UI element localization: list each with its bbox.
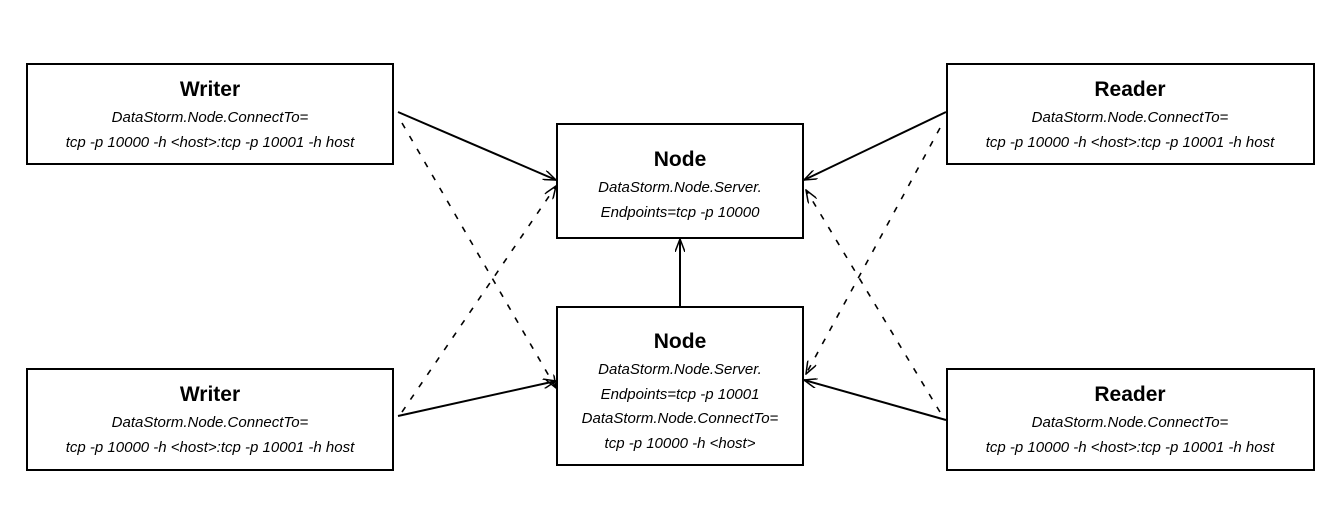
writer-top-title: Writer [180,78,240,101]
node-bottom-line: Endpoints=tcp -p 10001 [601,386,760,403]
reader-bottom-line: tcp -p 10000 -h <host>:tcp -p 10001 -h h… [986,439,1275,456]
reader-bottom-line: DataStorm.Node.ConnectTo= [1032,414,1229,431]
reader-top-line: DataStorm.Node.ConnectTo= [1032,109,1229,126]
edge-reader-bottom-to-node-bottom [804,380,947,421]
node-bottom-title: Node [654,330,707,353]
edge-writer-bottom-to-node-top [401,186,556,413]
edge-reader-bottom-to-node-top [806,190,941,413]
writer-bottom-line: DataStorm.Node.ConnectTo= [112,414,309,431]
reader-top-line: tcp -p 10000 -h <host>:tcp -p 10001 -h h… [986,134,1275,151]
node-top-box: Node DataStorm.Node.Server. Endpoints=tc… [556,123,804,239]
node-top-line: DataStorm.Node.Server. [598,179,762,196]
edge-writer-top-to-node-bottom [401,122,556,388]
reader-top-title: Reader [1094,78,1165,101]
writer-bottom-box: Writer DataStorm.Node.ConnectTo= tcp -p … [26,368,394,471]
edge-writer-bottom-to-node-bottom [397,381,556,417]
node-bottom-line: tcp -p 10000 -h <host> [605,435,756,452]
edge-writer-top-to-node-top [397,111,556,181]
node-top-title: Node [654,148,707,171]
node-bottom-line: DataStorm.Node.ConnectTo= [582,410,779,427]
writer-bottom-title: Writer [180,383,240,406]
node-bottom-line: DataStorm.Node.Server. [598,361,762,378]
reader-top-box: Reader DataStorm.Node.ConnectTo= tcp -p … [946,63,1315,165]
edge-reader-top-to-node-bottom [806,127,941,374]
node-bottom-box: Node DataStorm.Node.Server. Endpoints=tc… [556,306,804,466]
writer-bottom-line: tcp -p 10000 -h <host>:tcp -p 10001 -h h… [66,439,355,456]
writer-top-box: Writer DataStorm.Node.ConnectTo= tcp -p … [26,63,394,165]
node-top-line: Endpoints=tcp -p 10000 [601,204,761,221]
edge-reader-top-to-node-top [804,111,947,180]
reader-bottom-title: Reader [1094,383,1165,406]
writer-top-line: DataStorm.Node.ConnectTo= [112,109,309,126]
writer-top-line: tcp -p 10000 -h <host>:tcp -p 10001 -h h… [66,134,355,151]
reader-bottom-box: Reader DataStorm.Node.ConnectTo= tcp -p … [946,368,1315,471]
